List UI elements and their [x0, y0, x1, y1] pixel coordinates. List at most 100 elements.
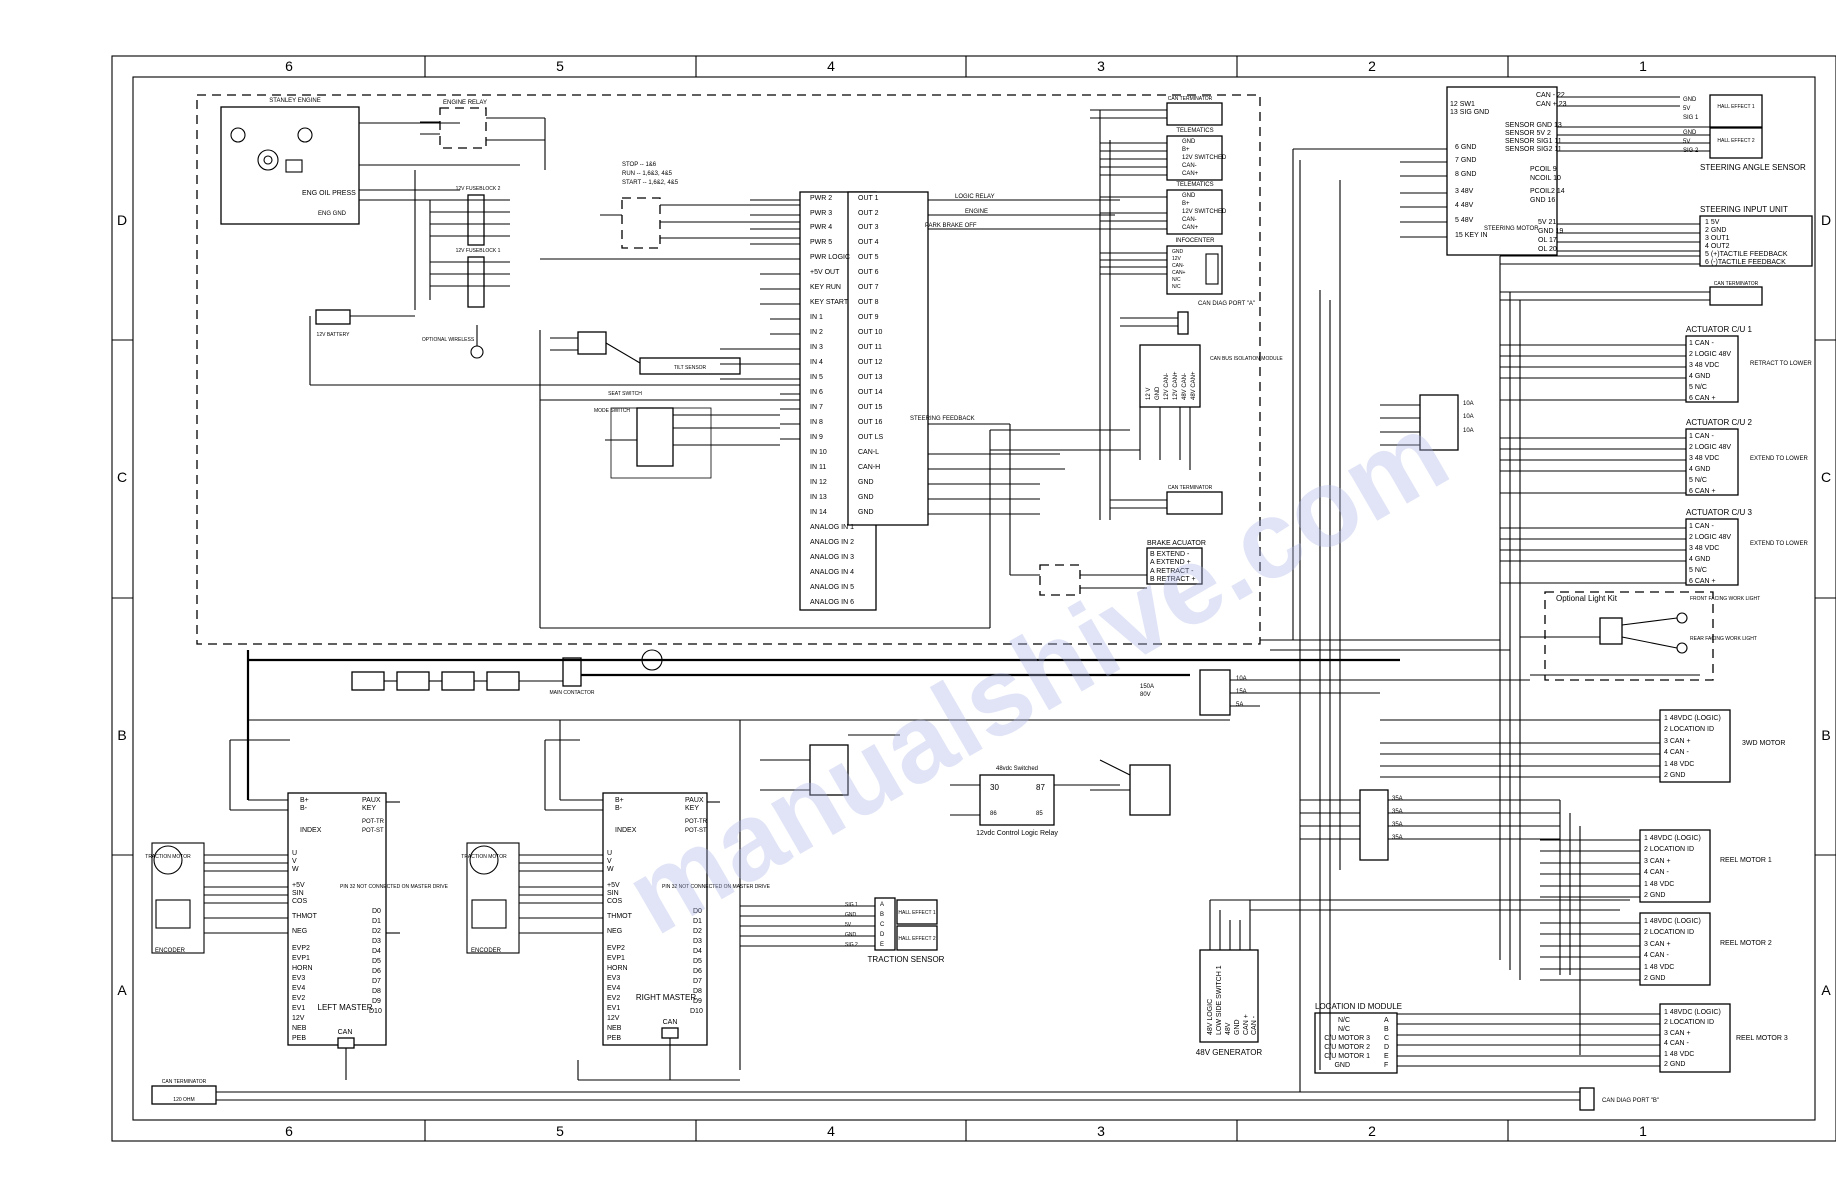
svg-text:IN 10: IN 10: [810, 449, 827, 456]
svg-text:OUT 10: OUT 10: [858, 329, 882, 336]
svg-text:HALL EFFECT 2: HALL EFFECT 2: [1717, 138, 1754, 144]
svg-text:48V GENERATOR: 48V GENERATOR: [1196, 1048, 1263, 1057]
brake-actuator: BRAKE ACUATOR B EXTEND - A EXTEND + A RE…: [1009, 424, 1206, 596]
svg-text:OUT 15: OUT 15: [858, 404, 882, 411]
svg-text:1 5V: 1 5V: [1705, 219, 1720, 226]
logic-relay-output-label: LOGIC RELAY: [955, 194, 995, 200]
svg-text:B EXTEND -: B EXTEND -: [1150, 551, 1190, 558]
row-label-left: B: [117, 727, 126, 743]
left-master-controller: B+ B- INDEX PAUX KEY POT-TR POT-ST U V W…: [287, 792, 449, 1049]
svg-text:GND: GND: [1172, 249, 1184, 255]
svg-text:35A: 35A: [1392, 796, 1403, 802]
svg-text:2 LOCATION ID: 2 LOCATION ID: [1644, 846, 1694, 853]
svg-text:48V CAN+: 48V CAN+: [1191, 371, 1197, 400]
svg-text:CAN -: CAN -: [1251, 1015, 1258, 1035]
svg-text:B+: B+: [1182, 201, 1190, 207]
svg-text:PWR LOGIC: PWR LOGIC: [810, 254, 850, 261]
svg-text:EV1: EV1: [292, 1005, 305, 1012]
actuator-fuse-group: 10A 10A 10A: [1380, 394, 1474, 451]
svg-text:SENSOR 5V 2: SENSOR 5V 2: [1505, 130, 1551, 137]
svg-text:STEERING INPUT UNIT: STEERING INPUT UNIT: [1700, 205, 1788, 214]
svg-text:10A: 10A: [1463, 414, 1474, 420]
svg-text:5 N/C: 5 N/C: [1689, 477, 1707, 484]
svg-text:PCOIL2 14: PCOIL2 14: [1530, 188, 1565, 195]
svg-text:POT-TR: POT-TR: [362, 819, 385, 825]
svg-text:CAN-H: CAN-H: [858, 464, 880, 471]
svg-text:N/C: N/C: [1172, 284, 1181, 290]
svg-text:D6: D6: [372, 968, 381, 975]
svg-text:PWR 2: PWR 2: [810, 195, 832, 202]
engine-output-label: ENGINE: [965, 209, 988, 215]
svg-text:3 CAN +: 3 CAN +: [1664, 1030, 1691, 1037]
svg-text:ANALOG IN 5: ANALOG IN 5: [810, 584, 854, 591]
svg-text:OUT 13: OUT 13: [858, 374, 882, 381]
svg-text:4 OUT2: 4 OUT2: [1705, 243, 1730, 250]
svg-text:GND: GND: [1155, 386, 1161, 400]
svg-text:2 LOGIC 48V: 2 LOGIC 48V: [1689, 351, 1731, 358]
svg-text:OUT LS: OUT LS: [858, 434, 883, 441]
main-fuse: 150A 80V: [581, 673, 1190, 698]
svg-text:12vdc Control Logic Relay: 12vdc Control Logic Relay: [976, 830, 1058, 837]
svg-text:GND: GND: [1334, 1062, 1350, 1069]
svg-text:48vdc Switched: 48vdc Switched: [996, 766, 1038, 772]
svg-text:OUT 4: OUT 4: [858, 239, 879, 246]
left-master-pin-note: PIN 32 NOT CONNECTED ON MASTER DRIVE: [340, 884, 449, 890]
location-id-module: LOCATION ID MODULE N/C N/C C/U MOTOR 3 C…: [1314, 1002, 1402, 1074]
svg-text:80V: 80V: [1140, 692, 1151, 698]
svg-text:4 GND: 4 GND: [1689, 466, 1710, 473]
svg-text:30: 30: [990, 783, 999, 792]
svg-text:OUT 12: OUT 12: [858, 359, 882, 366]
svg-text:D8: D8: [372, 988, 381, 995]
steering-angle-sensor: HALL EFFECT 1 HALL EFFECT 2 GND 5V SIG 1…: [1683, 94, 1806, 172]
steering-motor-connector: 12 SW1 13 SIG GND 6 GND 7 GND 8 GND 3 48…: [1446, 86, 1567, 256]
svg-text:+5V OUT: +5V OUT: [810, 269, 840, 276]
svg-text:D3: D3: [693, 938, 702, 945]
svg-text:D: D: [880, 932, 885, 938]
svg-text:GND: GND: [1683, 130, 1697, 136]
svg-text:POT-TR: POT-TR: [685, 819, 708, 825]
can-bus-isolation-module: CAN BUS ISOLATION MODULE 12 V GND 12V CA…: [1139, 344, 1283, 470]
battery-bank-48v: MAIN CONTACTOR: [246, 649, 1400, 800]
svg-text:THMOT: THMOT: [607, 913, 633, 920]
svg-text:5 (+)TACTILE FEEDBACK: 5 (+)TACTILE FEEDBACK: [1705, 251, 1788, 258]
svg-text:STEERING ANGLE SENSOR: STEERING ANGLE SENSOR: [1700, 163, 1806, 172]
svg-text:2 GND: 2 GND: [1644, 892, 1665, 899]
svg-text:D7: D7: [693, 978, 702, 985]
row-label-left: C: [117, 469, 127, 485]
svg-text:12V: 12V: [1172, 256, 1182, 262]
can-terminator-bottom: CAN TERMINATOR 120 OHM: [151, 1079, 1540, 1105]
svg-text:D5: D5: [693, 958, 702, 965]
svg-text:INDEX: INDEX: [300, 827, 322, 834]
svg-text:OUT 7: OUT 7: [858, 284, 879, 291]
traction-sensor: HALL EFFECT 1 HALL EFFECT 2 TRACTION SEN…: [740, 897, 945, 964]
svg-text:OUT 5: OUT 5: [858, 254, 879, 261]
svg-text:D3: D3: [372, 938, 381, 945]
zone-grid: [112, 56, 1836, 1141]
logic-controller: PWR 2 PWR 3 PWR 4 PWR 5 PWR LOGIC +5V OU…: [799, 191, 929, 611]
svg-text:B+: B+: [1182, 147, 1190, 153]
svg-text:B-: B-: [615, 805, 623, 812]
svg-text:OL 17: OL 17: [1538, 237, 1557, 244]
svg-text:D1: D1: [693, 918, 702, 925]
col-label-top: 3: [1097, 58, 1105, 74]
svg-text:OUT 14: OUT 14: [858, 389, 882, 396]
engine-ground-label: ENG GND: [318, 211, 347, 217]
svg-text:12V FUSEBLOCK 2: 12V FUSEBLOCK 2: [456, 186, 501, 192]
svg-text:3 48 VDC: 3 48 VDC: [1689, 545, 1719, 552]
svg-text:OUT 2: OUT 2: [858, 210, 879, 217]
battery-12v: 12V BATTERY: [309, 309, 415, 385]
reel-motor-1: 1 48VDC (LOGIC) 2 LOCATION ID 3 CAN + 4 …: [1540, 829, 1772, 903]
svg-text:IN 2: IN 2: [810, 329, 823, 336]
telematics-1: TELEMATICS GND B+ 12V SWITCHED CAN- CAN+: [1166, 128, 1227, 181]
svg-text:PCOIL 9: PCOIL 9: [1530, 166, 1557, 173]
svg-text:REEL MOTOR 1: REEL MOTOR 1: [1720, 857, 1772, 864]
reel-motor-3: 1 48VDC (LOGIC) 2 LOCATION ID 3 CAN + 4 …: [1360, 1003, 1788, 1073]
svg-text:4 GND: 4 GND: [1689, 556, 1710, 563]
col-label-top: 2: [1368, 58, 1376, 74]
row-label-left: D: [117, 212, 127, 228]
svg-text:5V: 5V: [845, 922, 852, 928]
svg-text:PAUX: PAUX: [362, 797, 381, 804]
can-terminator-mid: CAN TERMINATOR: [1110, 485, 1223, 515]
col-label-bottom: 2: [1368, 1123, 1376, 1139]
svg-text:1 48VDC (LOGIC): 1 48VDC (LOGIC): [1644, 835, 1701, 842]
